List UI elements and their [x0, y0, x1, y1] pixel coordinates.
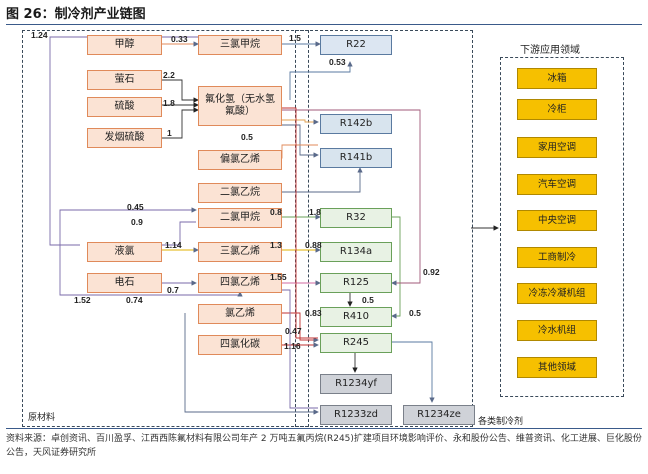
raw-sulfuric-acid: 硫酸: [87, 97, 162, 117]
raw-oleum: 发烟硫酸: [87, 128, 162, 148]
refrigerant-region-label: 各类制冷剂: [478, 417, 524, 427]
ref-r134a: R134a: [320, 242, 392, 262]
flow-label: 1.16: [284, 341, 301, 351]
app-central-ac: 中央空调: [517, 210, 597, 231]
downstream-region: [500, 57, 624, 397]
mid-trichloroethylene: 三氯乙烯: [198, 242, 282, 262]
ref-r22: R22: [320, 35, 392, 55]
ref-r1233zd: R1233zd: [320, 405, 392, 425]
flow-label: 2.2: [163, 70, 175, 80]
ref-r32: R32: [320, 208, 392, 228]
flow-label: 0.33: [171, 34, 188, 44]
ref-r142b: R142b: [320, 114, 392, 134]
app-commercial: 工商制冷: [517, 247, 597, 268]
flow-label: 0.47: [285, 326, 302, 336]
figure-title: 图 26：制冷剂产业链图: [6, 7, 146, 22]
flow-label: 0.45: [127, 202, 144, 212]
raw-calcium-carbide: 电石: [87, 273, 162, 293]
flow-label: 0.88: [305, 240, 322, 250]
mid-vinyl-chloride: 氯乙烯: [198, 304, 282, 324]
mid-dichloroethane: 二氯乙烷: [198, 183, 282, 203]
raw-region-label: 原材料: [28, 413, 56, 423]
ref-r1234ze: R1234ze: [403, 405, 475, 425]
raw-material-region: [22, 30, 309, 427]
app-auto-ac: 汽车空调: [517, 174, 597, 195]
flow-label: 0.83: [305, 308, 322, 318]
flow-label: 0.9: [131, 217, 143, 227]
flow-label: 0.7: [167, 285, 179, 295]
app-home-ac: 家用空调: [517, 137, 597, 158]
ref-r245: R245: [320, 333, 392, 353]
flow-label: 1.14: [165, 240, 182, 250]
raw-fluorite: 萤石: [87, 70, 162, 90]
flow-label: 1.24: [31, 30, 48, 40]
mid-carbon-tetrachloride: 四氯化碳: [198, 335, 282, 355]
mid-tetrachloroethylene: 四氯乙烯: [198, 273, 282, 293]
mid-vinylidene-chloride: 偏氯乙烯: [198, 150, 282, 170]
source-note: 资料来源：卓创资讯、百川盈孚、江西西陈氟材料有限公司年产 2 万吨五氟丙烷(R2…: [6, 434, 642, 458]
app-refrigerator: 冰箱: [517, 68, 597, 89]
flow-label: 0.92: [423, 267, 440, 277]
flow-label: 0.5: [409, 308, 421, 318]
app-chiller: 冷水机组: [517, 320, 597, 341]
app-condensing-unit: 冷冻冷凝机组: [517, 283, 597, 304]
raw-methanol: 甲醇: [87, 35, 162, 55]
flow-label: 1.55: [270, 272, 287, 282]
mid-chloroform: 三氯甲烷: [198, 35, 282, 55]
mid-dichloromethane: 二氯甲烷: [198, 208, 282, 228]
flow-label: 0.5: [362, 295, 374, 305]
ref-r410: R410: [320, 307, 392, 327]
flow-label: 1.5: [289, 33, 301, 43]
flow-label: 1.52: [74, 295, 91, 305]
downstream-region-label: 下游应用领域: [520, 45, 580, 56]
flow-label: 0.5: [241, 132, 253, 142]
ref-r1234yf: R1234yf: [320, 374, 392, 394]
flow-label: 1.8: [163, 98, 175, 108]
flow-label: 0.8: [270, 207, 282, 217]
flow-label: 1: [167, 128, 172, 138]
app-other: 其他领域: [517, 357, 597, 378]
app-freezer: 冷柜: [517, 99, 597, 120]
mid-hydrogen-fluoride: 氟化氢（无水氢氟酸）: [198, 86, 282, 126]
flow-label: 1.3: [270, 240, 282, 250]
raw-liquid-chlorine: 液氯: [87, 242, 162, 262]
flow-label: 1.8: [309, 207, 321, 217]
ref-r125: R125: [320, 273, 392, 293]
flow-label: 0.74: [126, 295, 143, 305]
flow-label: 0.53: [329, 57, 346, 67]
ref-r141b: R141b: [320, 148, 392, 168]
bottom-divider: [6, 428, 642, 429]
refrigerant-region: [295, 30, 473, 427]
top-divider: [6, 24, 642, 25]
